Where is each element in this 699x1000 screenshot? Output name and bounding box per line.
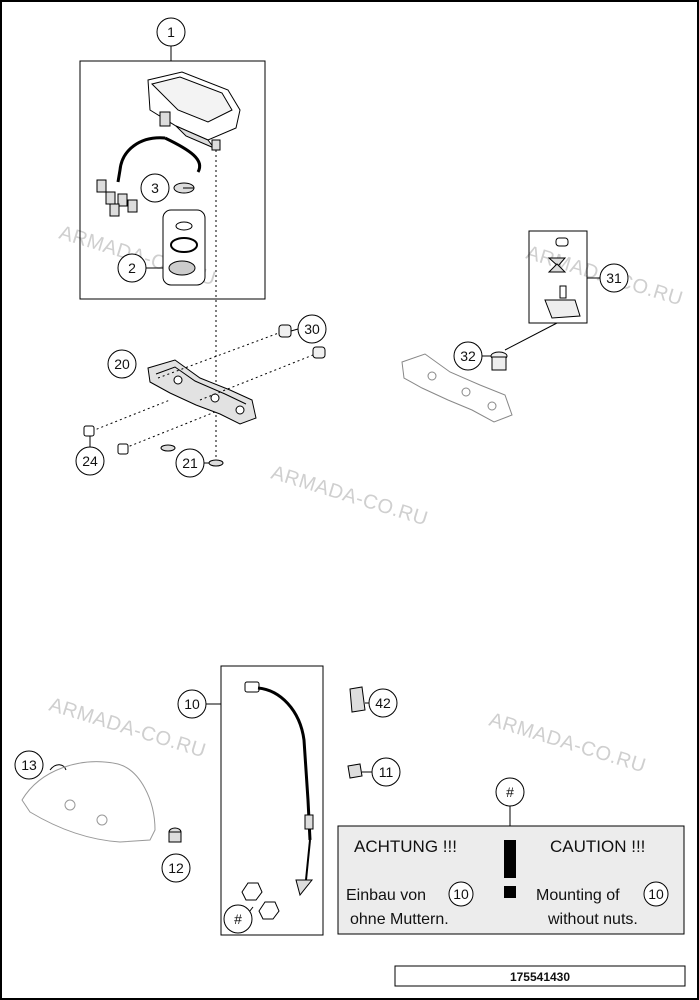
callout-13: 13 xyxy=(21,757,37,773)
part-10-group-box xyxy=(220,665,324,936)
part-10-sensor-cable xyxy=(241,681,314,920)
callout-circle-1 xyxy=(156,17,186,47)
note-ref-circle-de xyxy=(448,881,474,907)
leader-31-to-32 xyxy=(504,322,558,351)
callout-10: 10 xyxy=(184,696,200,712)
callout-30: 30 xyxy=(304,321,320,337)
watermark-3: ARMADA-CO.RU xyxy=(269,462,431,531)
part-20-bracket xyxy=(147,359,257,425)
callout-circle-31 xyxy=(599,263,629,293)
note-ref-circle-en xyxy=(643,881,669,907)
callout-circle-20 xyxy=(107,349,137,379)
callout-32: 32 xyxy=(460,348,476,364)
instrument-cluster-group-box xyxy=(79,60,266,300)
callout-circle-3 xyxy=(140,173,170,203)
callout-circle-30 xyxy=(297,314,327,344)
callout-note-marker: # xyxy=(506,784,514,800)
callout-hash: # xyxy=(234,911,242,927)
speedometer-drawing xyxy=(96,71,241,217)
watermarks: ARMADA-CO.RU ARMADA-CO.RU ARMADA-CO.RU A… xyxy=(47,222,686,778)
part-21-washers xyxy=(160,444,224,467)
part-number: 175541430 xyxy=(510,970,570,984)
watermark-5: ARMADA-CO.RU xyxy=(487,709,649,778)
part-2-grommet xyxy=(168,260,196,276)
part-32-bushing xyxy=(490,351,508,371)
callout-circle-13 xyxy=(14,750,44,780)
callout-circle-10 xyxy=(177,689,207,719)
callout-21: 21 xyxy=(182,455,198,471)
note-heading-de: ACHTUNG !!! xyxy=(354,837,457,856)
callout-circle-hash xyxy=(223,904,253,934)
callout-circle-2 xyxy=(117,253,147,283)
dash-30-upper xyxy=(157,330,285,379)
part-number-box xyxy=(394,965,686,987)
exclamation-dot xyxy=(504,886,516,898)
callouts: 1 3 2 30 20 24 21 31 32 10 42 13 11 12 #… xyxy=(14,17,629,934)
callout-1: 1 xyxy=(167,24,175,40)
part-31-group-box xyxy=(528,230,588,324)
note-heading-en: CAUTION !!! xyxy=(550,837,645,856)
note-de-line2: ohne Muttern. xyxy=(350,911,449,928)
part-2-o-ring xyxy=(170,237,198,253)
note-en-line1: Mounting of xyxy=(536,887,620,904)
callout-11: 11 xyxy=(379,764,394,780)
dash-24-lower xyxy=(124,411,216,449)
dash-24-upper xyxy=(91,399,171,432)
part-42-clip xyxy=(349,686,366,713)
callout-circle-42 xyxy=(368,688,398,718)
part-11-clip xyxy=(347,763,363,779)
callout-3: 3 xyxy=(151,180,159,196)
part-2-small-ring xyxy=(175,221,193,231)
part-12-spacer xyxy=(168,827,182,843)
callout-24: 24 xyxy=(82,453,98,469)
part-13-clip xyxy=(49,764,67,771)
callout-circle-12 xyxy=(161,853,191,883)
callout-12: 12 xyxy=(168,860,184,876)
disc-guard-ghost xyxy=(21,761,156,843)
callout-circle-11 xyxy=(371,757,401,787)
exclamation-bar xyxy=(504,840,516,878)
callout-2: 2 xyxy=(128,260,136,276)
callout-42: 42 xyxy=(375,695,391,711)
callout-20: 20 xyxy=(114,356,130,372)
note-ref-de: 10 xyxy=(453,886,469,902)
note-ref-en: 10 xyxy=(648,886,664,902)
dash-30-lower xyxy=(199,352,319,401)
callout-circle-21 xyxy=(175,448,205,478)
part-30-spacers xyxy=(278,324,326,359)
callout-31: 31 xyxy=(606,270,622,286)
part-31-hardware xyxy=(544,237,581,319)
callout-circle-24 xyxy=(75,446,105,476)
callout-circle-note-marker xyxy=(495,777,525,807)
bracket-ghost-right xyxy=(401,353,513,423)
leader-30 xyxy=(290,328,299,332)
callout-circle-32 xyxy=(453,341,483,371)
note-en-line2: without nuts. xyxy=(547,911,638,928)
part-24-bolts xyxy=(83,425,129,455)
note-de-line1: Einbau von xyxy=(346,887,426,904)
